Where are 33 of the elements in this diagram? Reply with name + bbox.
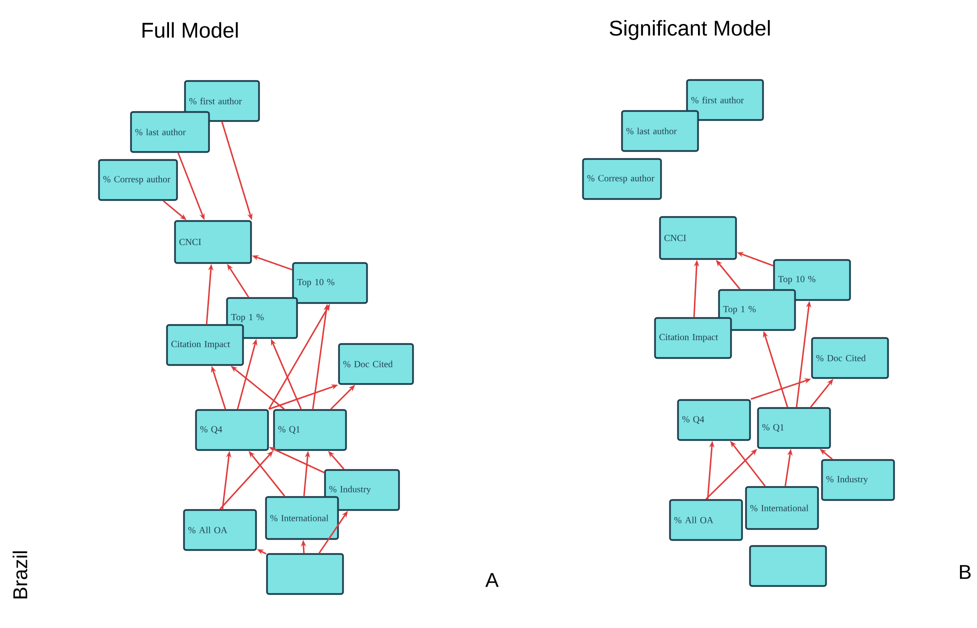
variable-box: % Industry xyxy=(324,469,400,511)
panel-letter: B xyxy=(960,565,971,579)
variable-box: % Industry xyxy=(821,459,895,501)
variable-box: % Q4 xyxy=(195,409,269,451)
panel-letter: A xyxy=(485,573,499,587)
variable-box: % All OA xyxy=(183,509,257,551)
variable-box: % Doc Cited xyxy=(811,337,889,379)
variable-box: Top 10 % xyxy=(773,259,851,301)
variable-box: % last author xyxy=(130,111,210,153)
variable-box: % International xyxy=(265,496,339,540)
variable-box: Citation Impact xyxy=(166,324,244,366)
panel-title: Significant Model xyxy=(610,20,770,40)
panel-title: Full Model xyxy=(142,22,238,38)
variable-box: % Q1 xyxy=(757,407,831,449)
variable-box: Citation Impact xyxy=(654,317,732,359)
variable-box: % Corresp author xyxy=(98,159,178,201)
variable-box: % All OA xyxy=(669,499,743,541)
variable-box: Top 10 % xyxy=(292,262,368,304)
row-label: Brazil xyxy=(12,551,28,598)
variable-box: CNCI xyxy=(174,220,252,264)
variable-box: % International xyxy=(745,486,819,530)
variable-box: % last author xyxy=(621,110,699,152)
variable-box: Top 1 % xyxy=(226,297,298,339)
empty-box xyxy=(749,545,827,587)
variable-box: CNCI xyxy=(659,216,737,260)
variable-box: % Q4 xyxy=(677,399,751,441)
variable-box: Top 1 % xyxy=(718,289,796,331)
variable-box: % Q1 xyxy=(273,409,347,451)
variable-box: % first author xyxy=(184,80,260,122)
variable-box: % Corresp author xyxy=(582,158,662,200)
variable-box: % Doc Cited xyxy=(338,343,414,385)
empty-box xyxy=(266,553,344,595)
variable-box: % first author xyxy=(686,79,764,121)
